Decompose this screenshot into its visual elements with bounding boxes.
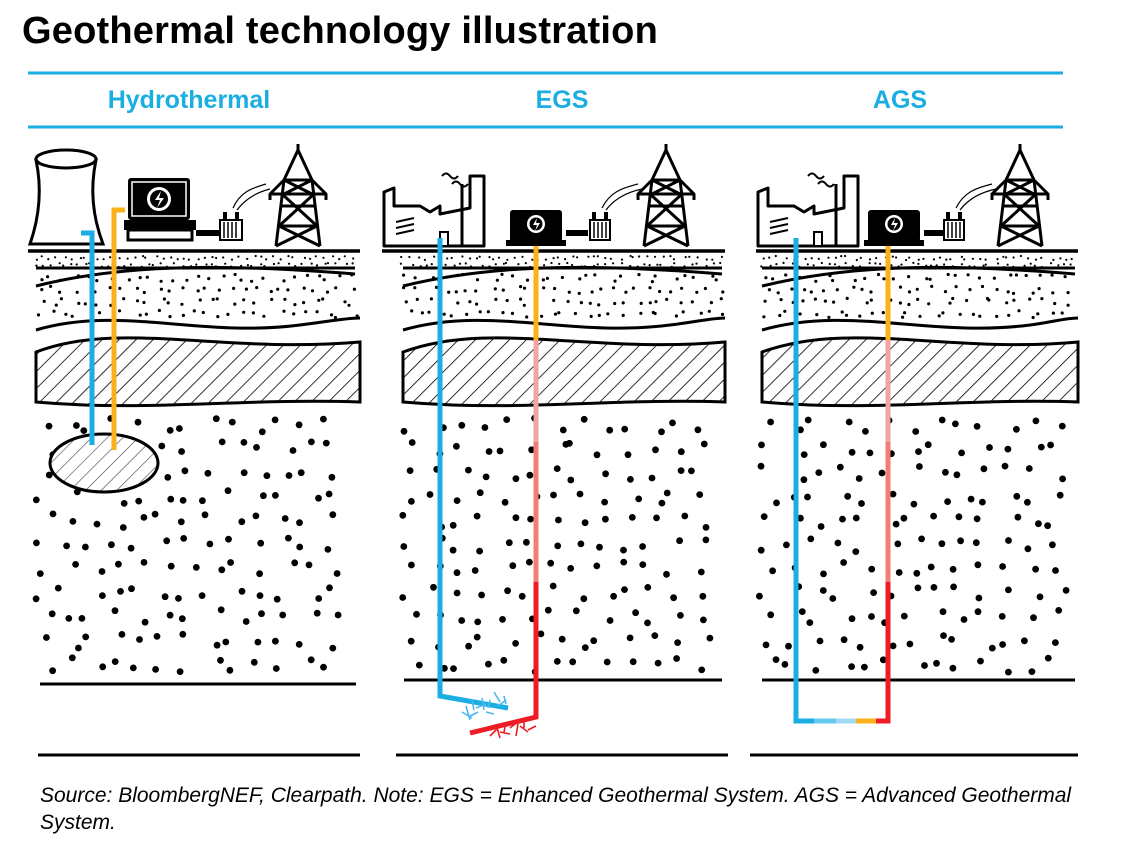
panel-hydrothermal <box>27 144 362 757</box>
source-note: Source: BloombergNEF, Clearpath. Note: E… <box>40 784 1072 834</box>
panel-title-ags: AGS <box>873 86 927 114</box>
rock-stipple <box>760 254 1073 269</box>
power-pylon-icon <box>990 144 1050 248</box>
generator-icon <box>506 210 588 246</box>
ground-layers <box>382 249 728 757</box>
ground-layers <box>28 249 362 757</box>
panel-ags <box>750 144 1080 757</box>
rock-stipple <box>36 272 359 320</box>
fracture-icon <box>461 691 537 739</box>
power-plant-icon <box>382 172 486 248</box>
transformer-icon <box>589 183 643 241</box>
cooling-tower-icon <box>27 148 106 246</box>
rock-stipple <box>399 414 714 676</box>
rock-stipple <box>756 416 1070 676</box>
transformer-icon <box>943 183 997 241</box>
power-pylon-icon <box>268 144 328 248</box>
panel-title-hydrothermal: Hydrothermal <box>108 86 271 114</box>
panel-egs <box>382 144 728 757</box>
generator-icon <box>124 178 220 242</box>
rock-stipple <box>399 254 724 269</box>
power-plant-icon <box>756 172 860 248</box>
generator-icon <box>864 210 944 246</box>
closed-loop-well <box>793 238 891 724</box>
hot-production-pipe <box>111 207 125 450</box>
hot-production-well <box>469 246 539 736</box>
transformer-icon <box>219 183 271 241</box>
ground-layers <box>750 249 1080 757</box>
rock-stipple <box>402 272 725 319</box>
geothermal-diagram: Hydrothermal EGS AGS <box>27 71 1080 757</box>
hydrothermal-reservoir <box>48 432 160 494</box>
cold-injection-pipe <box>81 230 95 445</box>
rock-stipple <box>762 272 1070 320</box>
page-title: Geothermal technology illustration <box>22 10 658 52</box>
power-pylon-icon <box>636 144 696 248</box>
panel-title-egs: EGS <box>536 86 589 114</box>
